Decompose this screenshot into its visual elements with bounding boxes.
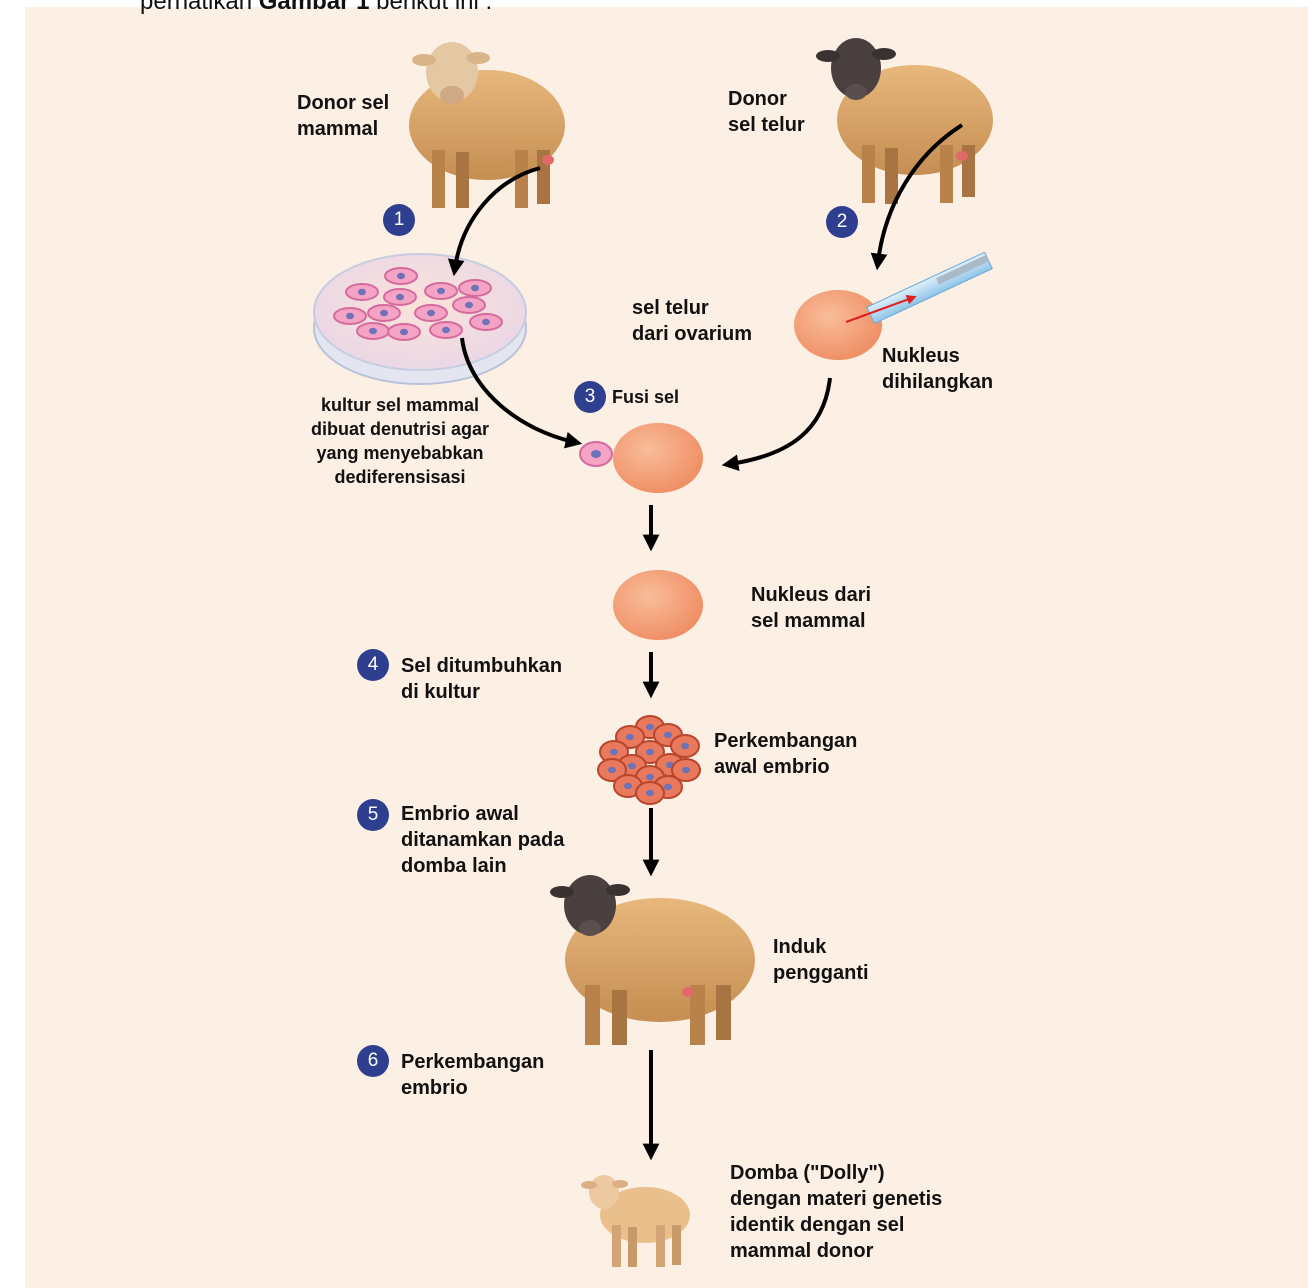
label-nucleus-removed: Nukleus dihilangkan [882, 343, 993, 395]
sheep-donor-black-face-icon [816, 38, 993, 204]
label-surrogate: Induk pengganti [773, 934, 869, 986]
label-donor-egg: Donor sel telur [728, 86, 805, 138]
cultured-cell [459, 280, 491, 296]
label-step-5: Embrio awal ditanamkan pada domba lain [401, 801, 564, 879]
label-early-embryo: Perkembangan awal embrio [714, 728, 857, 780]
label-fusion: Fusi sel [612, 385, 679, 409]
cultured-cell [470, 314, 502, 330]
cultured-cell [334, 308, 366, 324]
step-badge-3: 3 [574, 381, 606, 413]
cultured-cell [425, 283, 457, 299]
step-badge-5: 5 [357, 799, 389, 831]
cell-fusion-icon [580, 423, 703, 493]
label-culture: kultur sel mammal dibuat denutrisi agar … [295, 393, 505, 489]
cultured-cell [385, 268, 417, 284]
label-egg-from-ovary: sel telur dari ovarium [632, 295, 752, 347]
micropipette-icon [867, 252, 992, 323]
embryo-cell [636, 782, 664, 804]
arrow-egg-to-fusion [730, 378, 830, 464]
step-badge-4: 4 [357, 649, 389, 681]
lamb-dolly-icon [581, 1175, 690, 1267]
sheep-donor-white-face-icon [409, 42, 565, 208]
cultured-cell [357, 323, 389, 339]
step-badge-2: 2 [826, 206, 858, 238]
label-step-6: Perkembangan embrio [401, 1049, 544, 1101]
cultured-cell [388, 324, 420, 340]
label-dolly: Domba ("Dolly") dengan materi genetis id… [730, 1160, 942, 1264]
sheep-surrogate-icon [550, 875, 755, 1045]
embryo-cell [671, 735, 699, 757]
petri-dish-icon [314, 254, 526, 384]
step-badge-6: 6 [357, 1045, 389, 1077]
cultured-cell [346, 284, 378, 300]
cultured-cell [430, 322, 462, 338]
cultured-cell [415, 305, 447, 321]
cultured-cell [384, 289, 416, 305]
label-nucleus-from-mammal: Nukleus dari sel mammal [751, 582, 871, 634]
label-step-4: Sel ditumbuhkan di kultur [401, 653, 562, 705]
early-embryo-icon [598, 716, 700, 804]
label-donor-mammal: Donor sel mammal [297, 90, 389, 142]
step-badge-1: 1 [383, 204, 415, 236]
cultured-cell [453, 297, 485, 313]
egg-with-mammal-nucleus [613, 570, 703, 640]
cultured-cell [368, 305, 400, 321]
